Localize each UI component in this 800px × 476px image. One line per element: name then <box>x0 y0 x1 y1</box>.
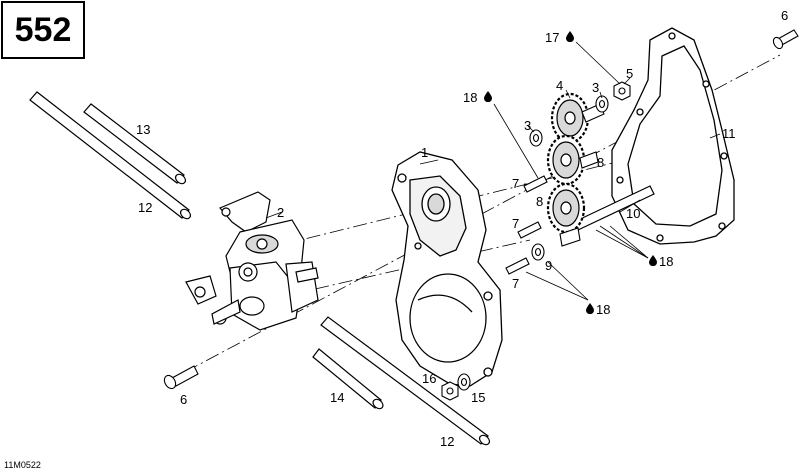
callout-6-lower: 6 <box>180 392 187 407</box>
gear-4 <box>550 92 590 144</box>
callout-16: 16 <box>422 371 436 386</box>
page-number-box: 552 <box>1 1 85 59</box>
callout-3-left: 3 <box>524 118 531 133</box>
gear-8-upper <box>546 134 586 186</box>
nut-5 <box>613 81 631 101</box>
rotary-valve-housing <box>391 151 503 387</box>
callout-8-lower: 8 <box>536 194 543 209</box>
leader-lines <box>265 41 721 301</box>
callout-18-right: 18 <box>659 254 673 269</box>
callout-3-right: 3 <box>592 80 599 95</box>
oil-drop-icon <box>566 31 574 42</box>
callout-1: 1 <box>421 145 428 160</box>
rod-12-lower <box>320 316 491 446</box>
callout-10: 10 <box>626 206 640 221</box>
oil-pump-assembly <box>185 191 319 331</box>
callout-7-middle: 7 <box>512 216 519 231</box>
callout-12-lower: 12 <box>440 434 454 449</box>
screw-6-lower <box>163 365 199 390</box>
pin-7-a <box>523 175 548 193</box>
callout-13: 13 <box>136 122 150 137</box>
callout-17: 17 <box>545 30 559 45</box>
nut-16 <box>441 381 459 401</box>
callout-labels: 1 2 3 3 4 5 6 6 7 7 7 8 8 9 10 11 12 12 … <box>136 8 788 449</box>
callout-11: 11 <box>722 126 736 141</box>
pin-7-b <box>517 221 542 239</box>
gear-8-lower <box>546 182 586 234</box>
washer-3-b <box>595 95 609 113</box>
callout-7-lower: 7 <box>512 276 519 291</box>
washer-3-a <box>529 129 543 147</box>
oil-drop-icon <box>484 91 492 102</box>
callout-4: 4 <box>556 78 563 93</box>
callout-18-top: 18 <box>463 90 477 105</box>
rod-12-upper <box>29 91 192 220</box>
callout-5: 5 <box>626 66 633 81</box>
callout-14: 14 <box>330 390 344 405</box>
callout-8-upper: 8 <box>597 155 604 170</box>
callout-12-upper: 12 <box>138 200 152 215</box>
oil-drop-icon <box>586 303 594 314</box>
callout-18-bottom: 18 <box>596 302 610 317</box>
rod-13 <box>83 103 187 185</box>
callout-15: 15 <box>471 390 485 405</box>
callout-6-upper: 6 <box>781 8 788 23</box>
washer-9 <box>531 243 545 261</box>
pin-7-c <box>505 257 530 275</box>
screw-6-upper <box>772 29 799 50</box>
oil-drop-icon <box>649 255 657 266</box>
page-number: 552 <box>14 10 72 49</box>
callout-9: 9 <box>545 258 552 273</box>
callout-2: 2 <box>277 205 284 220</box>
rod-14 <box>312 348 384 410</box>
washer-15 <box>457 373 471 391</box>
callout-7-upper: 7 <box>512 176 519 191</box>
reference-code: 11M0522 <box>4 460 41 470</box>
